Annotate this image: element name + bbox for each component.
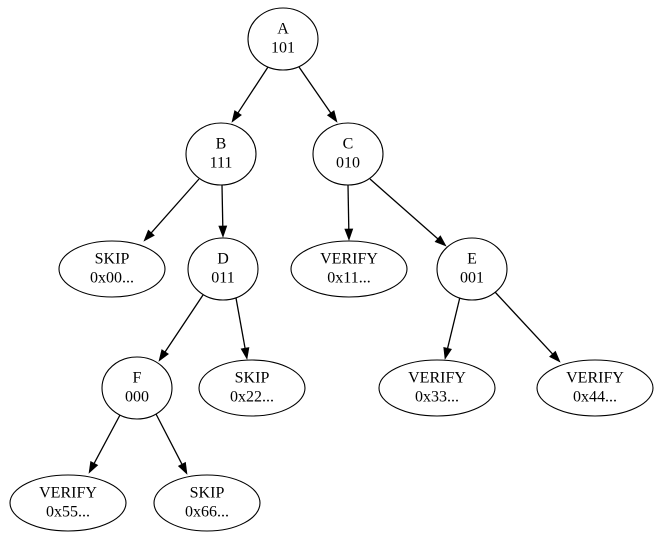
node-verify44[interactable]: VERIFY 0x44...: [536, 359, 654, 417]
node-verify33[interactable]: VERIFY 0x33...: [378, 359, 496, 417]
arrowhead-icon: [177, 461, 188, 475]
node-f[interactable]: F 000: [101, 356, 173, 420]
node-skip22[interactable]: SKIP 0x22...: [198, 359, 306, 417]
edge-d-to-skip22: [235, 297, 250, 360]
node-label-primary: A: [277, 21, 289, 38]
edge-c-to-e: [369, 178, 447, 247]
arrowhead-icon: [143, 229, 155, 242]
edge-c-to-verify11: [344, 184, 354, 241]
node-d[interactable]: D 011: [187, 237, 259, 301]
edge-a-to-b: [231, 66, 269, 123]
edge-line: [221, 184, 224, 227]
node-label-primary: D: [217, 251, 229, 268]
edge-line: [164, 294, 204, 353]
node-label-secondary: 0x66...: [185, 504, 229, 521]
node-label-primary: B: [216, 136, 227, 153]
node-label-primary: VERIFY: [566, 370, 624, 387]
edge-line: [235, 297, 246, 349]
arrowhead-icon: [326, 110, 338, 123]
edge-line: [446, 296, 461, 349]
node-label-secondary: 001: [460, 270, 484, 287]
node-shape-ellipse[interactable]: [290, 240, 408, 298]
node-label-primary: SKIP: [235, 370, 270, 387]
node-label-primary: F: [133, 370, 142, 387]
edge-line: [93, 414, 121, 464]
node-label-secondary: 0x55...: [46, 504, 90, 521]
node-shape-ellipse[interactable]: [536, 359, 654, 417]
node-skip00[interactable]: SKIP 0x00...: [58, 240, 166, 298]
edge-line: [298, 66, 332, 114]
node-b[interactable]: B 111: [185, 122, 257, 186]
arrowhead-icon: [218, 225, 228, 238]
node-label-secondary: 0x22...: [230, 389, 274, 406]
node-label-primary: VERIFY: [320, 251, 378, 268]
node-label-primary: C: [343, 136, 354, 153]
node-shape-ellipse[interactable]: [58, 240, 166, 298]
node-c[interactable]: C 010: [312, 122, 384, 186]
edge-e-to-verify33: [443, 296, 461, 360]
node-shape-ellipse[interactable]: [198, 359, 306, 417]
node-shape-ellipse[interactable]: [378, 359, 496, 417]
edge-b-to-skip00: [143, 178, 200, 242]
edge-line: [494, 291, 553, 355]
node-label-primary: VERIFY: [408, 370, 466, 387]
edge-a-to-c: [298, 66, 338, 123]
edges-layer: [88, 66, 561, 475]
node-label-primary: VERIFY: [39, 485, 97, 502]
arrowhead-icon: [434, 235, 447, 247]
arrowhead-icon: [344, 228, 354, 241]
node-e[interactable]: E 001: [436, 237, 508, 301]
node-shape-circle[interactable]: [101, 356, 173, 420]
node-label-secondary: 111: [210, 155, 233, 172]
node-label-secondary: 0x11...: [327, 270, 370, 287]
node-shape-ellipse[interactable]: [153, 474, 261, 532]
node-label-secondary: 010: [336, 155, 360, 172]
arrowhead-icon: [231, 110, 242, 123]
node-skip66[interactable]: SKIP 0x66...: [153, 474, 261, 532]
edge-e-to-verify44: [494, 291, 561, 363]
node-verify11[interactable]: VERIFY 0x11...: [290, 240, 408, 298]
node-a[interactable]: A 101: [247, 7, 319, 71]
edge-d-to-f: [158, 294, 204, 362]
node-shape-circle[interactable]: [247, 7, 319, 71]
edge-line: [155, 413, 183, 465]
arrowhead-icon: [240, 347, 250, 360]
edge-line: [369, 178, 439, 240]
edge-b-to-d: [218, 184, 228, 238]
edge-f-to-skip66: [155, 413, 188, 475]
arrowhead-icon: [158, 349, 169, 362]
arrowhead-icon: [549, 350, 561, 363]
node-verify55[interactable]: VERIFY 0x55...: [9, 474, 127, 532]
edge-line: [347, 184, 350, 230]
node-label-primary: SKIP: [95, 251, 130, 268]
node-shape-circle[interactable]: [312, 122, 384, 186]
node-label-secondary: 0x33...: [415, 389, 459, 406]
node-label-secondary: 101: [271, 40, 295, 57]
nodes-layer: A101B111C010SKIP0x00...D011VERIFY0x11...…: [9, 7, 654, 532]
node-shape-circle[interactable]: [185, 122, 257, 186]
node-label-secondary: 0x44...: [573, 389, 617, 406]
node-shape-circle[interactable]: [436, 237, 508, 301]
node-label-secondary: 0x00...: [90, 270, 134, 287]
node-label-secondary: 011: [211, 270, 234, 287]
node-shape-ellipse[interactable]: [9, 474, 127, 532]
node-label-primary: E: [467, 251, 477, 268]
node-shape-circle[interactable]: [187, 237, 259, 301]
node-label-secondary: 000: [125, 389, 149, 406]
arrowhead-icon: [88, 460, 99, 474]
node-label-primary: SKIP: [190, 485, 225, 502]
edge-f-to-verify55: [88, 414, 121, 474]
edge-line: [237, 66, 269, 114]
arrowhead-icon: [443, 346, 452, 360]
edge-line: [150, 178, 200, 234]
